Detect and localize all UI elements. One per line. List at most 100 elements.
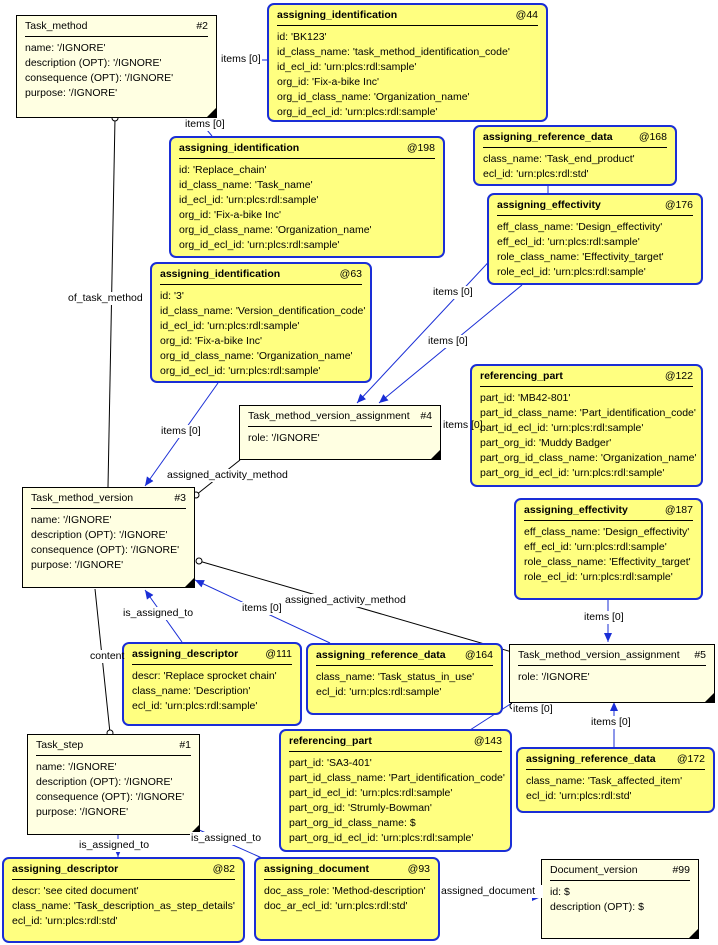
instance-assigning-reference-data-164[interactable]: assigning_reference_data @164 class_name: … bbox=[306, 643, 503, 715]
card-title: Document_version bbox=[550, 864, 638, 876]
card-title: assigning_reference_data bbox=[483, 131, 613, 143]
card-header: assigning_descriptor@111 bbox=[132, 648, 292, 665]
card-number: @198 bbox=[406, 142, 435, 154]
label-items-ard172: items [0] bbox=[590, 716, 632, 729]
card-number: @164 bbox=[464, 649, 493, 661]
attribute-row: part_org_id: 'Muddy Badger' bbox=[480, 437, 612, 449]
attribute-row: role_ecl_id: 'urn:plcs:rdl:sample' bbox=[524, 571, 673, 583]
attribute-row: description (OPT): '/IGNORE' bbox=[31, 529, 168, 541]
attribute-row: id_ecl_id: 'urn:plcs:rdl:sample' bbox=[277, 61, 417, 73]
card-title: assigning_effectivity bbox=[497, 199, 601, 211]
attribute-row: id_class_name: 'task_method_identificati… bbox=[277, 46, 510, 58]
card-header: referencing_part@143 bbox=[289, 735, 502, 752]
attribute-row: description (OPT): '/IGNORE' bbox=[25, 57, 162, 69]
attribute-row: class_name: 'Task_affected_item' bbox=[526, 775, 683, 787]
entity-task-method-version-assignment-4[interactable]: Task_method_version_assignment#4 role: '/… bbox=[239, 405, 441, 460]
card-title: referencing_part bbox=[289, 735, 372, 747]
corner-fold bbox=[689, 929, 698, 938]
attribute-row: consequence (OPT): '/IGNORE' bbox=[36, 791, 185, 803]
attribute-row: part_org_id_ecl_id: 'urn:plcs:rdl:sample… bbox=[480, 467, 665, 479]
label-items-tm-2: items [0] bbox=[184, 118, 226, 131]
card-number: #99 bbox=[672, 864, 690, 876]
attribute-list: id: $description (OPT): $ bbox=[550, 885, 690, 915]
attribute-row: description (OPT): '/IGNORE' bbox=[36, 776, 173, 788]
card-number: @44 bbox=[515, 9, 538, 21]
card-header: Task_method_version_assignment#4 bbox=[248, 410, 432, 427]
attribute-row: eff_class_name: 'Design_effectivity' bbox=[497, 221, 663, 233]
attribute-list: class_name: 'Task_affected_item'ecl_id: … bbox=[526, 774, 705, 804]
label-items-ai63: items [0] bbox=[160, 425, 202, 438]
attribute-row: id_class_name: 'Version_dentification_co… bbox=[160, 305, 366, 317]
label-items-ae176-a: items [0] bbox=[432, 286, 474, 299]
attribute-row: role_class_name: 'Effectivity_target' bbox=[524, 556, 691, 568]
card-title: Task_method_version_assignment bbox=[518, 649, 680, 661]
attribute-row: role: '/IGNORE' bbox=[248, 432, 320, 444]
instance-assigning-identification-63[interactable]: assigning_identification@63 id: '3'id_cla… bbox=[150, 262, 372, 383]
card-number: @93 bbox=[407, 863, 430, 875]
instance-assigning-reference-data-168[interactable]: assigning_reference_data@168 class_name: … bbox=[473, 125, 677, 186]
card-title: assigning_identification bbox=[277, 9, 398, 21]
attribute-row: id_ecl_id: 'urn:plcs:rdl:sample' bbox=[179, 194, 319, 206]
attribute-list: role: '/IGNORE' bbox=[518, 670, 706, 685]
card-title: assigning_reference_data bbox=[316, 649, 446, 661]
link-ae176-to-tmva4-a bbox=[356, 252, 498, 404]
card-header: Task_step#1 bbox=[36, 739, 191, 756]
card-title: assigning_reference_data bbox=[526, 753, 656, 765]
card-title: Task_method_version bbox=[31, 492, 134, 504]
attribute-row: description (OPT): $ bbox=[550, 901, 644, 913]
instance-assigning-descriptor-111[interactable]: assigning_descriptor@111 descr: 'Replace … bbox=[122, 642, 302, 726]
attribute-list: id: '3'id_class_name: 'Version_dentifica… bbox=[160, 289, 366, 379]
card-header: assigning_identification@63 bbox=[160, 268, 362, 285]
attribute-row: class_name: 'Task_end_product' bbox=[483, 153, 635, 165]
card-number: #2 bbox=[196, 20, 208, 32]
attribute-row: part_org_id: 'Strumly-Bowman' bbox=[289, 802, 432, 814]
attribute-row: org_id_class_name: 'Organization_name' bbox=[160, 350, 353, 362]
attribute-row: class_name: 'Task_status_in_use' bbox=[316, 671, 475, 683]
attribute-row: class_name: 'Task_description_as_step_de… bbox=[12, 900, 235, 912]
attribute-row: purpose: '/IGNORE' bbox=[36, 806, 129, 818]
card-header: Task_method_version#3 bbox=[31, 492, 186, 509]
attribute-row: consequence (OPT): '/IGNORE' bbox=[25, 72, 174, 84]
attribute-row: name: '/IGNORE' bbox=[36, 761, 117, 773]
card-header: assigning_descriptor@82 bbox=[12, 863, 235, 880]
card-number: #5 bbox=[694, 649, 706, 661]
card-number: @82 bbox=[212, 863, 235, 875]
attribute-list: eff_class_name: 'Design_effectivity'eff_… bbox=[524, 525, 693, 585]
card-title: assigning_document bbox=[264, 863, 370, 875]
attribute-row: ecl_id: 'urn:plcs:rdl:sample' bbox=[316, 686, 442, 698]
label-of-task-method: of_task_method bbox=[67, 292, 144, 305]
entity-task-method-version-assignment-5[interactable]: Task_method_version_assignment #5 role: '/… bbox=[509, 644, 715, 703]
attribute-row: part_id: 'SA3-401' bbox=[289, 757, 372, 769]
card-title: assigning_identification bbox=[179, 142, 300, 154]
instance-assigning-effectivity-176[interactable]: assigning_effectivity@176 eff_class_name:… bbox=[487, 193, 703, 285]
label-items-ard164: items [0] bbox=[241, 602, 283, 615]
attribute-row: org_id_class_name: 'Organization_name' bbox=[179, 224, 372, 236]
card-number: #4 bbox=[420, 410, 432, 422]
attribute-list: part_id: 'SA3-401'part_id_class_name: 'P… bbox=[289, 756, 505, 846]
card-title: Task_step bbox=[36, 739, 84, 751]
card-header: assigning_effectivity@176 bbox=[497, 199, 693, 216]
attribute-row: id: 'Replace_chain' bbox=[179, 164, 267, 176]
label-content: content bbox=[89, 650, 125, 663]
card-header: assigning_reference_data@168 bbox=[483, 131, 667, 148]
instance-assigning-identification-198[interactable]: assigning_identification @198 id: 'Replace… bbox=[169, 136, 445, 258]
label-is-assigned-to-82: is_assigned_to bbox=[78, 839, 151, 852]
label-assigned-document: assigned_document bbox=[440, 885, 543, 898]
card-header: assigning_reference_data @164 bbox=[316, 649, 493, 666]
card-number: @187 bbox=[664, 504, 693, 516]
attribute-row: purpose: '/IGNORE' bbox=[31, 559, 124, 571]
attribute-row: part_org_id_class_name: $ bbox=[289, 817, 416, 829]
attribute-list: descr: 'Replace sprocket chain'class_nam… bbox=[132, 669, 292, 714]
entity-task-step[interactable]: Task_step#1 name: '/IGNORE' description (O… bbox=[27, 734, 200, 835]
attribute-row: eff_class_name: 'Design_effectivity' bbox=[524, 526, 690, 538]
entity-document-version[interactable]: Document_version #99 id: $description (OPT… bbox=[541, 859, 699, 939]
